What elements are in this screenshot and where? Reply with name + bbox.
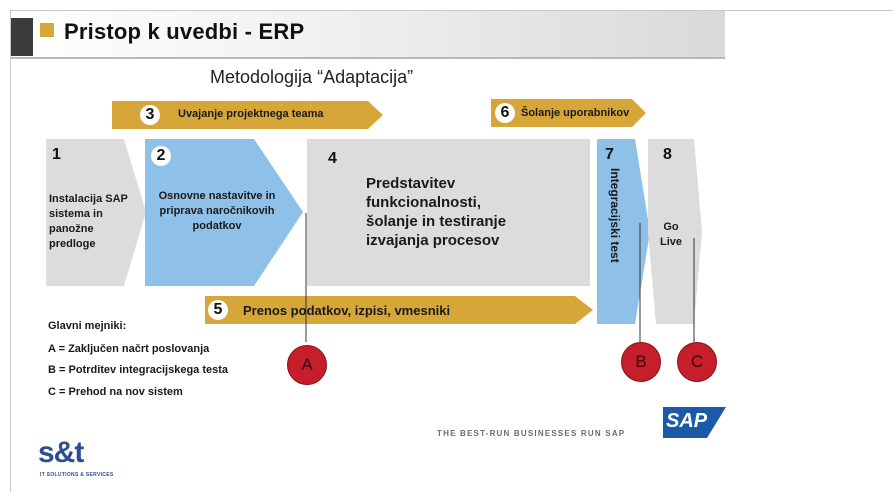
phase-3-label: Uvajanje projektnega teama	[178, 108, 324, 120]
phase-1-line: predloge	[49, 238, 96, 250]
phase-7-bar	[597, 139, 650, 324]
phase-5-arrow	[205, 296, 593, 324]
phase-4-line: funkcionalnosti,	[366, 194, 482, 211]
methodology-title: Metodologija “Adaptacija”	[210, 67, 414, 87]
phase-4-box	[307, 139, 590, 286]
company-logo-subtitle: IT SOLUTIONS & SERVICES	[40, 472, 114, 478]
phase-6-arrow	[491, 99, 646, 127]
phase-8-hexagon	[648, 139, 702, 324]
phase-5-number: 5	[208, 300, 228, 320]
phase-8-line: Live	[659, 236, 682, 248]
phase-4-number: 4	[328, 150, 337, 167]
phase-1-line: panožne	[49, 223, 94, 235]
phase-2-number: 2	[151, 146, 171, 166]
phase-8-text: Go Live	[656, 220, 686, 250]
phase-8-number: 8	[663, 146, 672, 163]
phase-2-line: priprava naročnikovih	[159, 205, 275, 217]
header-divider	[11, 57, 725, 59]
phase-1-chevron	[46, 139, 146, 286]
milestone-a-text: A = Zaključen načrt poslovanja	[48, 343, 210, 355]
company-logo: s&t	[38, 436, 84, 469]
milestone-c-text: C = Prehod na nov sistem	[48, 386, 183, 398]
milestone-b-text: B = Potrditev integracijskega testa	[48, 364, 229, 376]
phase-6-number: 6	[495, 103, 515, 123]
header-square-dark	[11, 18, 33, 56]
sap-tagline: THE BEST-RUN BUSINESSES RUN SAP	[437, 429, 626, 438]
phase-2-text: Osnovne nastavitve in priprava naročniko…	[147, 189, 287, 234]
milestone-b-marker: B	[621, 342, 661, 382]
phase-1-number: 1	[52, 146, 61, 163]
milestone-c-marker: C	[677, 342, 717, 382]
sap-logo: SAP	[666, 410, 708, 432]
phase-4-text: Predstavitev funkcionalnosti, šolanje in…	[366, 174, 506, 250]
phase-4-line: Predstavitev	[366, 175, 456, 192]
phase-4-line: izvajanja procesov	[366, 232, 500, 249]
header-square-gold	[40, 23, 54, 37]
phase-1-line: Instalacija SAP	[49, 193, 128, 205]
phase-8-line: Go	[663, 221, 679, 233]
milestone-a-marker: A	[287, 345, 327, 385]
milestones-heading: Glavni mejniki:	[48, 320, 127, 332]
phase-6-label: Šolanje uporabnikov	[521, 107, 630, 119]
phase-1-line: sistema in	[49, 208, 103, 220]
page-title: Pristop k uvedbi - ERP	[64, 19, 305, 44]
frame-line	[10, 10, 11, 492]
phase-2-chevron	[145, 139, 303, 286]
phase-2-line: podatkov	[192, 220, 242, 232]
phase-3-number: 3	[140, 105, 160, 125]
header-band	[11, 11, 725, 57]
phase-7-label: Integracijski test	[608, 168, 622, 263]
frame-line	[10, 10, 893, 11]
phase-1-text: Instalacija SAP sistema in panožne predl…	[49, 192, 128, 252]
phase-7-number: 7	[605, 146, 614, 163]
phase-2-line: Osnovne nastavitve in	[158, 190, 276, 202]
phase-3-arrow	[112, 101, 383, 129]
phase-4-line: šolanje in testiranje	[366, 213, 507, 230]
sap-logo-shape	[663, 407, 726, 438]
phase-5-label: Prenos podatkov, izpisi, vmesniki	[243, 303, 451, 318]
